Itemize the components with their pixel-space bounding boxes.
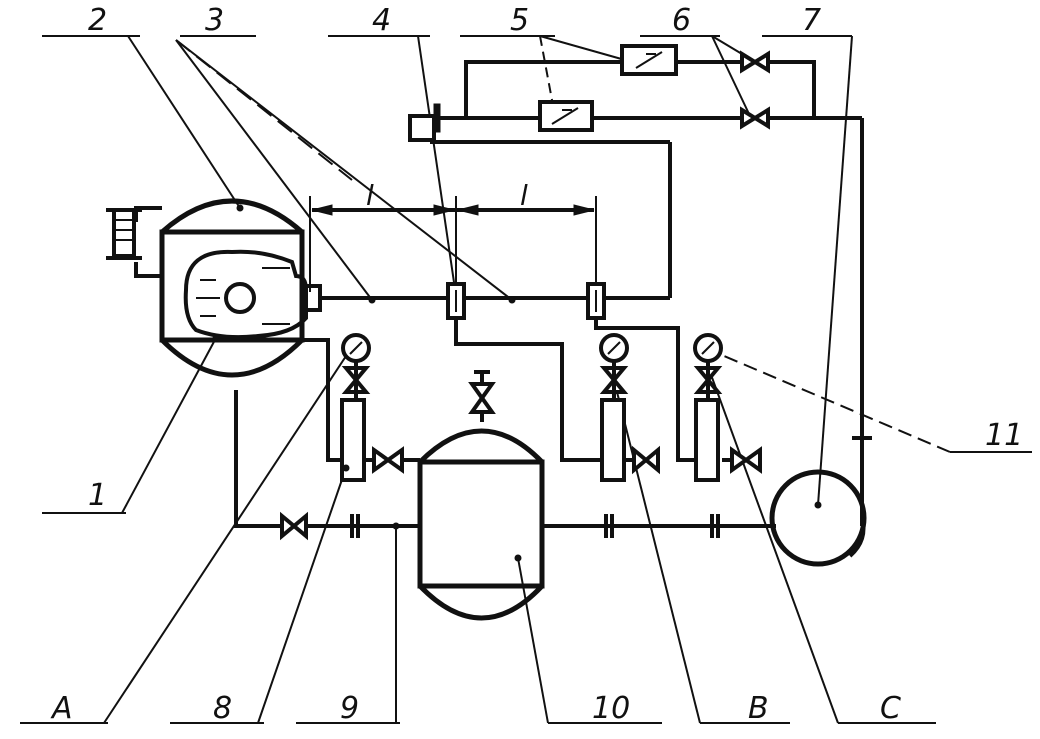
callout-label-10: 10 bbox=[592, 691, 630, 726]
sampler-B bbox=[600, 398, 626, 482]
leader-lines bbox=[103, 35, 951, 724]
callout-label-A: A bbox=[50, 691, 73, 726]
pipe-tap-4 bbox=[446, 282, 606, 320]
sampler-A bbox=[340, 398, 366, 482]
pressure-gauge-B bbox=[599, 333, 629, 398]
sampler-C bbox=[694, 398, 720, 482]
callout-label-8: 8 bbox=[213, 691, 232, 726]
callout-label-B: B bbox=[748, 691, 769, 726]
receiver-tank-10 bbox=[417, 428, 545, 621]
pipe-flanges bbox=[350, 436, 872, 538]
pressure-gauge-A bbox=[341, 333, 371, 398]
callout-label-4: 4 bbox=[372, 3, 391, 38]
pump-1 bbox=[183, 249, 322, 342]
flowmeter-lower bbox=[538, 100, 594, 132]
callout-label-2: 2 bbox=[88, 3, 107, 38]
pipe-network bbox=[234, 60, 864, 528]
callout-label-3: 3 bbox=[205, 3, 224, 38]
level-gauge bbox=[106, 206, 162, 278]
dimension-lines bbox=[309, 196, 597, 304]
callout-label-7: 7 bbox=[802, 3, 821, 38]
dimension-label-1: l bbox=[366, 179, 374, 212]
callout-label-6: 6 bbox=[672, 3, 691, 38]
circulation-pump-7 bbox=[769, 469, 867, 567]
callout-label-C: C bbox=[880, 691, 901, 726]
callout-label-5: 5 bbox=[510, 3, 529, 38]
label-underlines bbox=[20, 35, 1032, 724]
dimension-label-2: l bbox=[520, 179, 528, 212]
flowmeter-upper bbox=[620, 44, 678, 76]
callout-label-1: 1 bbox=[88, 478, 107, 513]
callout-label-11: 11 bbox=[985, 418, 1023, 453]
pressure-gauge-C bbox=[693, 333, 723, 398]
manifold-junction bbox=[408, 103, 441, 142]
callout-label-9: 9 bbox=[340, 691, 359, 726]
